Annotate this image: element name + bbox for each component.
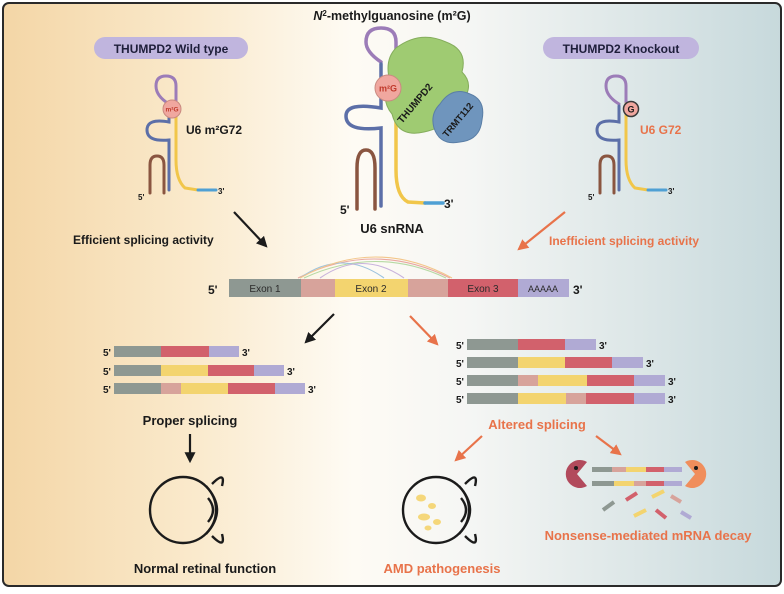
altered-arrow (409, 315, 439, 346)
u6-snrna-label: U6 snRNA (360, 221, 424, 236)
wild-type-pill (94, 37, 248, 59)
wild-type-5prime: 5' (138, 193, 144, 202)
normal-eye-icon (148, 475, 225, 545)
proper-t3-3prime: 3' (308, 385, 316, 396)
polya-tail (518, 279, 569, 297)
exon-2 (335, 279, 408, 297)
altered-t3-3prime: 3' (668, 377, 676, 388)
knockout-u6-structure (595, 74, 668, 195)
amd-pathogenesis-label: AMD pathogenesis (383, 561, 500, 576)
wild-type-site-label: U6 m²G72 (186, 123, 242, 137)
transcript-altered-1 (467, 339, 596, 350)
center-5prime: 5' (340, 203, 350, 217)
altered-t2-5prime: 5' (456, 359, 464, 370)
amd-eye-icon (401, 475, 478, 545)
knockout-site-label: U6 G72 (640, 123, 682, 137)
decay-enzyme-right-icon (685, 459, 707, 488)
proper-t2-3prime: 3' (287, 367, 295, 378)
center-3prime: 3' (444, 197, 454, 211)
knockout-pill (543, 37, 699, 59)
nmd-arrow (595, 435, 622, 456)
splice-arcs (297, 256, 453, 279)
efficient-splicing-label: Efficient splicing activity (73, 233, 214, 247)
decay-enzyme-left-icon (565, 460, 587, 488)
transcript-altered-2 (467, 357, 643, 368)
center-m2g-badge: m²G (379, 84, 397, 94)
wild-type-m2g-badge: m²G (166, 107, 179, 114)
altered-t1-3prime: 3' (599, 341, 607, 352)
transcript-altered-4 (467, 393, 665, 404)
proper-t1-5prime: 5' (103, 348, 111, 359)
altered-t4-5prime: 5' (456, 395, 464, 406)
exon-3 (448, 279, 518, 297)
polya-label: AAAAA (528, 284, 558, 294)
exon-3-label: Exon 3 (467, 284, 499, 295)
altered-t1-5prime: 5' (456, 341, 464, 352)
efficient-arrow (233, 211, 268, 248)
inefficient-splicing-label: Inefficient splicing activity (549, 234, 699, 248)
wild-type-3prime: 3' (218, 187, 224, 196)
transcript-proper-3 (114, 383, 305, 394)
exon-1-label: Exon 1 (249, 284, 281, 295)
proper-transcripts (114, 346, 305, 394)
altered-t2-3prime: 3' (646, 359, 654, 370)
proper-arrow (304, 313, 335, 344)
altered-splicing-label: Altered splicing (488, 417, 586, 432)
proper-t2-5prime: 5' (103, 367, 111, 378)
altered-t3-5prime: 5' (456, 377, 464, 388)
amd-arrow (454, 435, 483, 462)
inefficient-arrow (517, 211, 566, 251)
transcript-altered-3 (467, 375, 665, 386)
knockout-3prime: 3' (668, 187, 674, 196)
exon-2-label: Exon 2 (355, 284, 387, 295)
wild-type-u6-structure (145, 74, 218, 195)
transcript-proper-2 (114, 365, 284, 376)
premrna-5prime: 5' (208, 283, 218, 297)
nmd-illustration (565, 459, 707, 520)
knockout-5prime: 5' (588, 193, 594, 202)
knockout-g-badge: G (627, 105, 634, 115)
center-u6-structure (344, 26, 445, 211)
normal-retinal-label: Normal retinal function (134, 561, 276, 576)
proper-t1-3prime: 3' (242, 348, 250, 359)
wild-type-label: THUMPD2 Wild type (114, 42, 229, 56)
transcript-proper-1 (114, 346, 239, 357)
altered-t4-3prime: 3' (668, 395, 676, 406)
premrna-3prime: 3' (573, 283, 583, 297)
intron-2 (408, 279, 448, 297)
intron-1 (301, 279, 335, 297)
proper-t3-5prime: 5' (103, 385, 111, 396)
altered-transcripts (467, 339, 665, 404)
proper-splicing-label: Proper splicing (143, 413, 238, 428)
nmd-label: Nonsense-mediated mRNA decay (545, 528, 753, 543)
exon-1 (229, 279, 301, 297)
enzyme-complex (374, 36, 484, 144)
title: N2-methylguanosine (m²G) (313, 9, 470, 23)
knockout-label: THUMPD2 Knockout (563, 42, 680, 56)
